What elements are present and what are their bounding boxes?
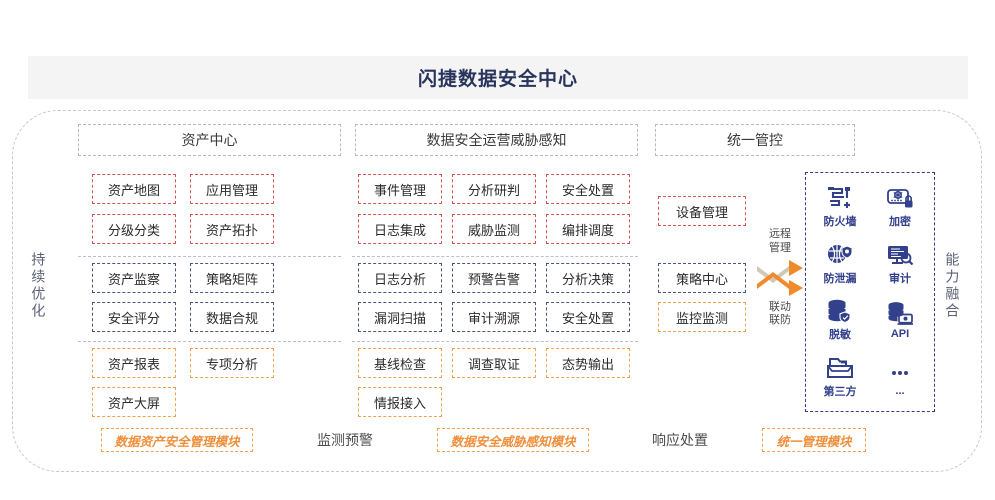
cell-data-compliance[interactable]: 数据合规 [190, 302, 274, 332]
capability-label: 防泄漏 [823, 272, 857, 285]
cell-device-management[interactable]: 设备管理 [658, 196, 746, 226]
cell-asset-dashboard[interactable]: 资产大屏 [92, 387, 176, 417]
cell-log-integration[interactable]: 日志集成 [358, 214, 442, 244]
cell-analysis-judgment[interactable]: 分析研判 [452, 174, 536, 204]
capability-item-more[interactable]: ... [870, 349, 930, 406]
cell-investigation[interactable]: 调查取证 [452, 348, 536, 378]
crossing-arrows-icon [757, 260, 803, 296]
capability-item-audit[interactable]: 审计 [870, 236, 930, 293]
divider-asset-1 [78, 256, 341, 257]
cell-special-analysis[interactable]: 专项分析 [190, 348, 274, 378]
cell-asset-report[interactable]: 资产报表 [92, 348, 176, 378]
connector-label-remote-management: 远程管理 [769, 228, 791, 254]
capability-label: 脱敏 [829, 329, 851, 342]
cell-app-management[interactable]: 应用管理 [190, 174, 274, 204]
cell-classification[interactable]: 分级分类 [92, 214, 176, 244]
cell-policy-matrix[interactable]: 策略矩阵 [190, 263, 274, 293]
bottom-tag-unified-module[interactable]: 统一管理模块 [762, 428, 866, 452]
bottom-tag-threat-module[interactable]: 数据安全威胁感知模块 [437, 428, 589, 452]
capability-item-api[interactable]: API [870, 292, 930, 349]
diagram-outer-frame [12, 110, 982, 472]
side-label-continuous-optimization: 持续优化 [30, 252, 47, 320]
cell-asset-topology[interactable]: 资产拓扑 [190, 214, 274, 244]
cell-vulnerability-scan[interactable]: 漏洞扫描 [358, 302, 442, 332]
capability-label: 加密 [889, 216, 911, 229]
bottom-label-response-handling: 响应处置 [652, 432, 708, 448]
side-label-capability-fusion: 能力融合 [944, 252, 961, 320]
capability-item-firewall[interactable]: 防火墙 [810, 179, 870, 236]
divider-threat-1 [352, 256, 638, 257]
capability-item-third-party[interactable]: 第三方 [810, 349, 870, 406]
capability-label: API [890, 328, 910, 341]
cell-security-score[interactable]: 安全评分 [92, 302, 176, 332]
capability-panel: 防火墙 加密 防泄漏 审计 [805, 172, 935, 412]
connector-group: 远程管理 联动联防 [752, 228, 808, 328]
cell-monitoring[interactable]: 监控监测 [658, 302, 746, 332]
ellipsis-icon [892, 370, 908, 375]
capability-label: 防火墙 [823, 216, 857, 229]
cell-asset-map[interactable]: 资产地图 [92, 174, 176, 204]
cell-baseline-check[interactable]: 基线检查 [358, 348, 442, 378]
bottom-label-monitor-warning: 监测预警 [317, 432, 373, 448]
capability-label: 第三方 [823, 385, 857, 398]
cell-policy-center[interactable]: 策略中心 [658, 263, 746, 293]
cell-security-handling[interactable]: 安全处置 [546, 174, 630, 204]
section-header-threat-center: 数据安全运营威胁感知 [355, 124, 638, 156]
cell-asset-inspection[interactable]: 资产监察 [92, 263, 176, 293]
divider-asset-2 [78, 341, 341, 342]
capability-item-desensitization[interactable]: 脱敏 [810, 292, 870, 349]
page-title: 闪捷数据安全中心 [417, 69, 578, 90]
audit-monitor-icon [888, 245, 914, 266]
cell-audit-tracing[interactable]: 审计溯源 [452, 302, 536, 332]
cell-threat-monitoring[interactable]: 威胁监测 [452, 214, 536, 244]
connector-label-linkage-defense: 联动联防 [769, 300, 791, 327]
cell-log-analysis[interactable]: 日志分析 [358, 263, 442, 293]
leak-prevention-shield-icon [828, 244, 853, 263]
cell-early-warning[interactable]: 预警告警 [452, 263, 536, 293]
cell-intelligence-feed[interactable]: 情报接入 [358, 387, 442, 417]
cell-analysis-decision[interactable]: 分析决策 [546, 263, 630, 293]
capability-label: 审计 [889, 272, 911, 285]
cell-security-handling-2[interactable]: 安全处置 [546, 302, 630, 332]
section-header-unified-control: 统一管控 [655, 124, 855, 156]
bottom-tag-data-asset-module[interactable]: 数据资产安全管理模块 [101, 428, 253, 452]
desensitize-database-icon [828, 300, 851, 324]
cell-orchestration[interactable]: 编排调度 [546, 214, 630, 244]
capability-label-more: ... [895, 384, 905, 397]
encryption-lock-icon [887, 189, 913, 208]
divider-threat-2 [352, 341, 638, 342]
capability-item-leak-prevention[interactable]: 防泄漏 [810, 236, 870, 293]
firewall-icon [828, 187, 850, 209]
api-database-icon [888, 302, 913, 326]
cell-event-management[interactable]: 事件管理 [358, 174, 442, 204]
third-party-tray-icon [827, 357, 853, 378]
cell-situation-output[interactable]: 态势输出 [546, 348, 630, 378]
capability-item-encryption[interactable]: 加密 [870, 179, 930, 236]
title-bar: 闪捷数据安全中心 [28, 56, 968, 99]
section-header-asset-center: 资产中心 [78, 124, 341, 156]
